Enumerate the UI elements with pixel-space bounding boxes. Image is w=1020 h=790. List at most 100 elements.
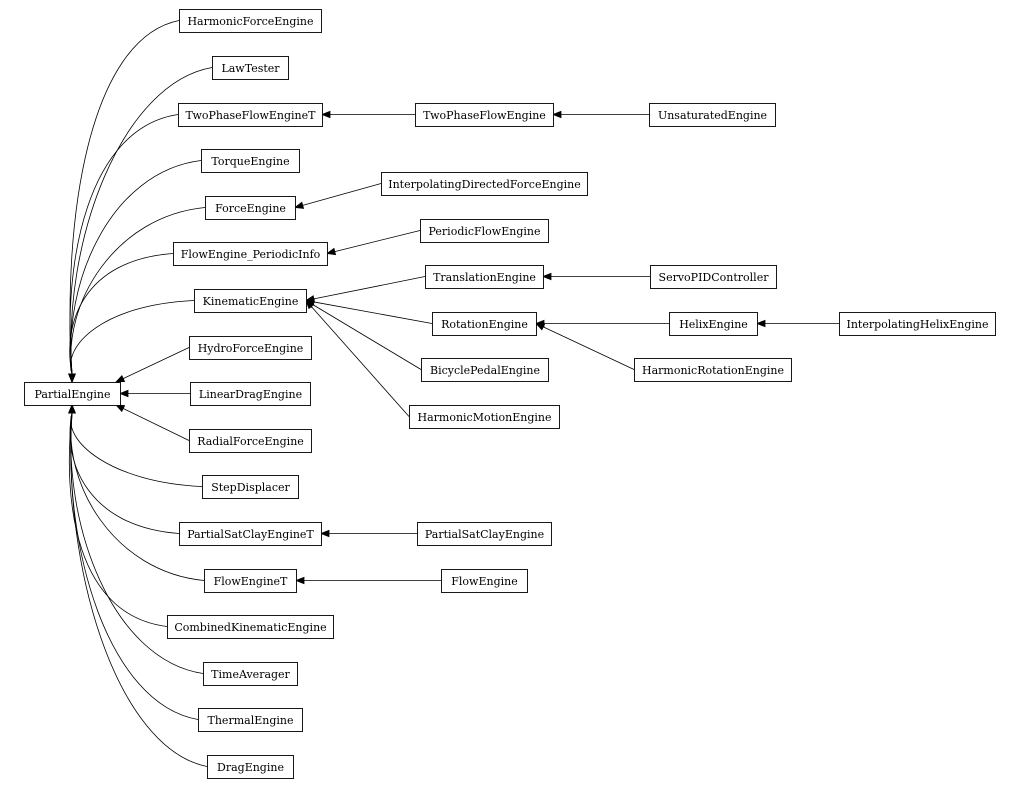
edge-thermal-engine-to-partial-engine <box>68 403 199 720</box>
node-label: RadialForceEngine <box>197 435 304 448</box>
node-unsaturated-engine[interactable]: UnsaturatedEngine <box>649 103 776 127</box>
node-box <box>421 358 549 382</box>
arrowhead-icon <box>541 272 552 281</box>
node-partial-engine[interactable]: PartialEngine <box>24 382 121 406</box>
node-label: FlowEngineT <box>214 575 288 588</box>
arrowhead-icon <box>320 110 331 119</box>
node-label: CombinedKinematicEngine <box>174 621 326 634</box>
node-label: FlowEngine_PeriodicInfo <box>181 248 321 261</box>
node-box <box>204 569 297 593</box>
node-box <box>178 103 323 127</box>
node-interpolating-directed-force-engine[interactable]: InterpolatingDirectedForceEngine <box>381 172 588 196</box>
node-box <box>669 312 758 336</box>
node-law-tester[interactable]: LawTester <box>212 56 289 80</box>
node-box <box>420 219 549 243</box>
node-partial-sat-clay-engine[interactable]: PartialSatClayEngine <box>417 522 552 546</box>
edge-servo-pid-controller-to-translation-engine <box>541 272 650 281</box>
node-box <box>415 103 554 127</box>
node-box <box>189 429 312 453</box>
edge-line <box>70 300 195 375</box>
node-label: FlowEngine <box>451 575 517 588</box>
node-harmonic-motion-engine[interactable]: HarmonicMotionEngine <box>409 405 560 429</box>
node-box <box>179 522 322 546</box>
node-two-phase-flow-engine[interactable]: TwoPhaseFlowEngine <box>415 103 554 127</box>
edge-line <box>312 304 422 370</box>
node-two-phase-flow-engine-t[interactable]: TwoPhaseFlowEngineT <box>178 103 323 127</box>
node-force-engine[interactable]: ForceEngine <box>205 196 296 220</box>
node-label: HarmonicMotionEngine <box>417 411 551 424</box>
node-label: LinearDragEngine <box>199 388 302 401</box>
node-box <box>24 382 121 406</box>
node-helix-engine[interactable]: HelixEngine <box>669 312 758 336</box>
node-torque-engine[interactable]: TorqueEngine <box>201 149 300 173</box>
edge-harmonic-rotation-engine-to-rotation-engine <box>535 323 635 370</box>
edge-harmonic-motion-engine-to-kinematic-engine <box>305 299 410 417</box>
node-partial-sat-clay-engine-t[interactable]: PartialSatClayEngineT <box>179 522 322 546</box>
node-label: ServoPIDController <box>659 271 770 284</box>
node-harmonic-rotation-engine[interactable]: HarmonicRotationEngine <box>634 358 792 382</box>
node-harmonic-force-engine[interactable]: HarmonicForceEngine <box>179 9 322 33</box>
arrowhead-icon <box>755 319 766 328</box>
edge-kinematic-engine-to-partial-engine <box>68 300 195 384</box>
arrowhead-icon <box>68 403 76 414</box>
edge-line <box>69 20 180 375</box>
arrowhead-icon <box>319 529 330 538</box>
node-hydro-force-engine[interactable]: HydroForceEngine <box>189 336 312 360</box>
node-flow-engine-t[interactable]: FlowEngineT <box>204 569 297 593</box>
edge-line <box>302 183 382 206</box>
edge-line <box>334 230 421 252</box>
node-label: ForceEngine <box>215 202 286 215</box>
node-label: RotationEngine <box>441 318 528 331</box>
node-box <box>167 615 334 639</box>
arrowhead-icon <box>551 110 562 119</box>
node-linear-drag-engine[interactable]: LinearDragEngine <box>190 382 311 406</box>
edge-line <box>69 412 180 534</box>
node-label: InterpolatingHelixEngine <box>846 318 988 331</box>
node-label: TorqueEngine <box>211 155 289 168</box>
node-label: PartialEngine <box>34 388 110 401</box>
node-rotation-engine[interactable]: RotationEngine <box>432 312 537 336</box>
edge-two-phase-flow-engine-t-to-partial-engine <box>68 114 179 384</box>
node-translation-engine[interactable]: TranslationEngine <box>425 265 544 289</box>
node-box <box>179 9 322 33</box>
edge-interpolating-directed-force-engine-to-force-engine <box>293 183 382 209</box>
edge-hydro-force-engine-to-partial-engine <box>115 347 190 383</box>
arrowhead-icon <box>294 576 305 585</box>
node-bicycle-pedal-engine[interactable]: BicyclePedalEngine <box>421 358 549 382</box>
node-interpolating-helix-engine[interactable]: InterpolatingHelixEngine <box>839 312 996 336</box>
node-drag-engine[interactable]: DragEngine <box>207 755 294 779</box>
edge-line <box>70 412 199 720</box>
arrowhead-icon <box>293 201 305 209</box>
node-thermal-engine[interactable]: ThermalEngine <box>198 708 303 732</box>
edge-partial-sat-clay-engine-t-to-partial-engine <box>68 403 180 534</box>
node-flow-engine[interactable]: FlowEngine <box>441 569 528 593</box>
node-label: StepDisplacer <box>211 481 290 494</box>
node-kinematic-engine[interactable]: KinematicEngine <box>194 289 307 313</box>
edge-line <box>69 253 174 375</box>
class-nodes: PartialEngine HarmonicForceEngineLawTeste… <box>24 9 996 779</box>
node-periodic-flow-engine[interactable]: PeriodicFlowEngine <box>420 219 549 243</box>
edge-force-engine-to-partial-engine <box>68 207 206 384</box>
edge-line <box>70 412 204 674</box>
node-time-averager[interactable]: TimeAverager <box>203 662 298 686</box>
edge-line <box>70 412 208 767</box>
node-combined-kinematic-engine[interactable]: CombinedKinematicEngine <box>167 615 334 639</box>
arrowhead-icon <box>68 373 76 384</box>
node-servo-pid-controller[interactable]: ServoPIDController <box>650 265 777 289</box>
edge-line <box>543 326 635 370</box>
node-box <box>839 312 996 336</box>
node-box <box>212 56 289 80</box>
node-step-displacer[interactable]: StepDisplacer <box>202 475 299 499</box>
edge-line <box>313 276 426 300</box>
node-box <box>417 522 552 546</box>
edge-harmonic-force-engine-to-partial-engine <box>68 20 180 384</box>
node-label: PeriodicFlowEngine <box>429 225 541 238</box>
node-box <box>194 289 307 313</box>
node-flow-engine-periodic-info[interactable]: FlowEngine_PeriodicInfo <box>173 242 328 266</box>
node-radial-force-engine[interactable]: RadialForceEngine <box>189 429 312 453</box>
edge-two-phase-flow-engine-to-two-phase-flow-engine-t <box>320 110 415 119</box>
node-label: KinematicEngine <box>203 295 299 308</box>
node-label: BicyclePedalEngine <box>430 364 540 377</box>
edge-rotation-engine-to-kinematic-engine <box>304 298 433 324</box>
